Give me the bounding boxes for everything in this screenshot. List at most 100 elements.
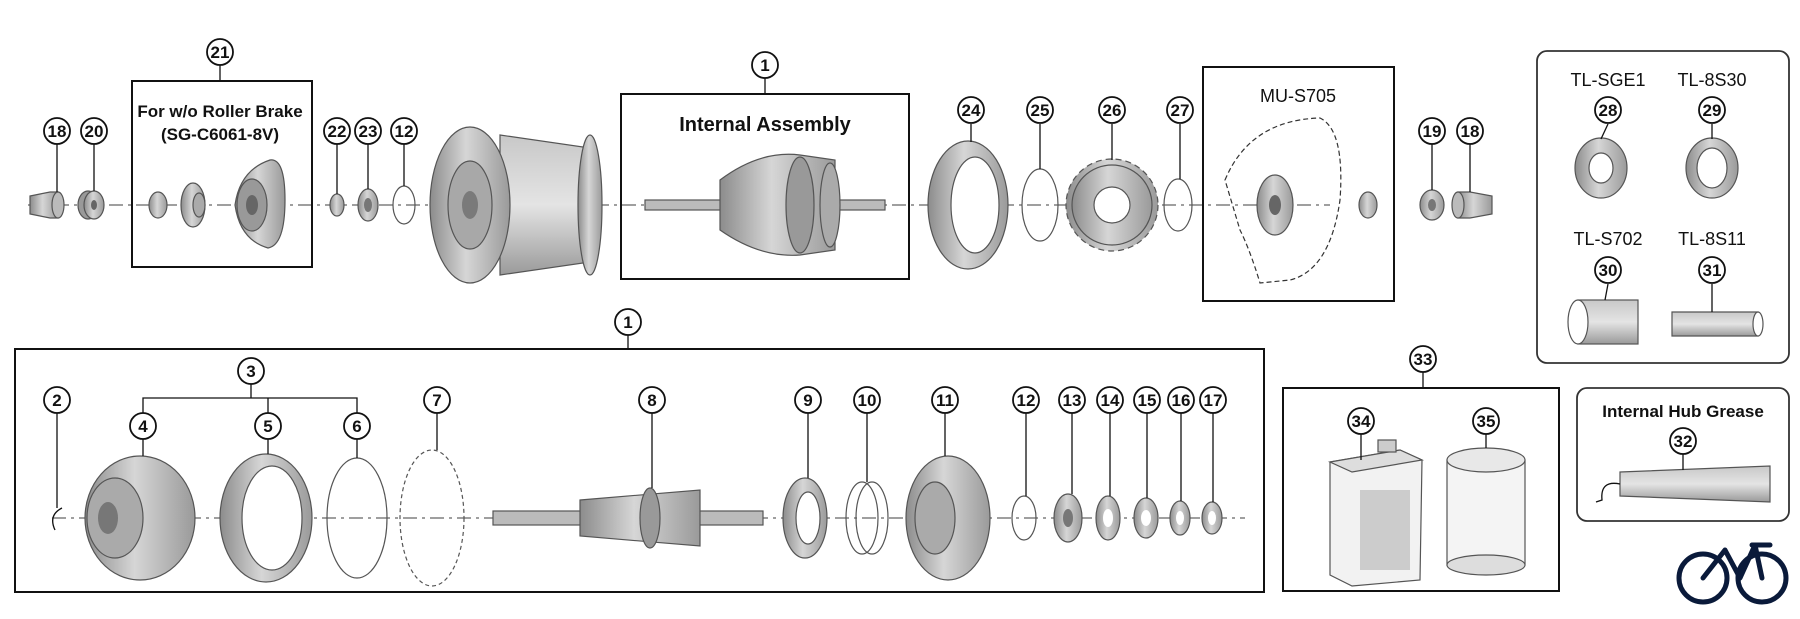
callout-15: 15	[1133, 386, 1161, 414]
part-11	[905, 455, 991, 581]
svg-text:8: 8	[647, 391, 656, 410]
tool-tl-sge1	[1574, 137, 1628, 199]
roller-brake-label-line2: (SG-C6061-8V)	[161, 125, 279, 144]
svg-text:15: 15	[1138, 391, 1157, 410]
svg-text:22: 22	[328, 122, 347, 141]
callout-13: 13	[1058, 386, 1086, 414]
callout-17: 17	[1199, 386, 1227, 414]
callout-25: 25	[1026, 96, 1054, 124]
svg-text:12: 12	[1017, 391, 1036, 410]
svg-text:4: 4	[138, 417, 148, 436]
svg-text:2: 2	[52, 391, 61, 410]
callout-27: 27	[1166, 96, 1194, 124]
svg-text:1: 1	[760, 56, 769, 75]
part-23	[357, 188, 379, 222]
svg-text:34: 34	[1352, 412, 1371, 431]
callout-24: 24	[957, 96, 985, 124]
callout-12-bottom: 12	[1012, 386, 1040, 414]
part-5	[219, 453, 313, 583]
callout-4: 4	[129, 412, 157, 440]
internal-assembly-detail-box	[14, 348, 1265, 593]
callout-6: 6	[343, 412, 371, 440]
roller-brake-parts	[148, 159, 286, 249]
internal-assembly-label: Internal Assembly	[679, 114, 851, 136]
svg-text:10: 10	[858, 391, 877, 410]
roller-brake-box	[131, 80, 313, 268]
callout-8: 8	[638, 386, 666, 414]
callout-31: 31	[1698, 256, 1726, 284]
svg-text:26: 26	[1103, 101, 1122, 120]
callout-35: 35	[1472, 407, 1500, 435]
part-20	[77, 190, 105, 220]
part-22	[329, 193, 345, 217]
grease-box	[1576, 387, 1790, 522]
svg-text:14: 14	[1101, 391, 1120, 410]
svg-text:30: 30	[1599, 261, 1618, 280]
callout-33: 33	[1409, 345, 1437, 373]
svg-text:1: 1	[623, 313, 632, 332]
callout-5: 5	[254, 412, 282, 440]
callout-16: 16	[1167, 386, 1195, 414]
leader-lines	[56, 65, 1713, 508]
svg-text:17: 17	[1204, 391, 1223, 410]
callout-1-bottom: 1	[614, 308, 642, 336]
callout-26: 26	[1098, 96, 1126, 124]
tool-tl-s702	[1567, 299, 1639, 345]
internal-hub-grease-label: Internal Hub Grease	[1602, 402, 1764, 421]
part-14	[1095, 495, 1121, 541]
svg-text:27: 27	[1171, 101, 1190, 120]
callout-19: 19	[1418, 117, 1446, 145]
tool-tl-8s11	[1671, 311, 1764, 337]
svg-text:11: 11	[936, 391, 954, 410]
part-16	[1169, 500, 1191, 536]
svg-text:12: 12	[395, 122, 414, 141]
svg-text:21: 21	[211, 43, 230, 62]
callout-11: 11	[931, 386, 959, 414]
callout-28: 28	[1594, 96, 1622, 124]
callout-20: 20	[80, 117, 108, 145]
svg-text:32: 32	[1674, 432, 1693, 451]
callout-23: 23	[354, 117, 382, 145]
callout-30: 30	[1594, 256, 1622, 284]
svg-text:3: 3	[246, 362, 255, 381]
part-15	[1133, 497, 1159, 539]
tl-s702-label: TL-S702	[1573, 229, 1642, 249]
svg-text:31: 31	[1703, 261, 1722, 280]
svg-text:18: 18	[48, 122, 67, 141]
part-18-left	[29, 191, 65, 219]
callout-22: 22	[323, 117, 351, 145]
tl-8s11-label: TL-8S11	[1678, 229, 1746, 249]
svg-text:33: 33	[1414, 350, 1433, 369]
callout-2: 2	[43, 386, 71, 414]
mu-s705-label: MU-S705	[1260, 86, 1336, 106]
part-12-bottom	[1011, 495, 1037, 541]
callout-32: 32	[1669, 427, 1697, 455]
mu-s705-drawing	[1224, 117, 1378, 284]
callout-9: 9	[794, 386, 822, 414]
callout-18-left: 18	[43, 117, 71, 145]
callout-3: 3	[237, 357, 265, 385]
callout-10: 10	[853, 386, 881, 414]
callout-34: 34	[1347, 407, 1375, 435]
part-17	[1201, 501, 1223, 535]
tl-8s30-label: TL-8S30	[1677, 70, 1746, 90]
callout-18-right: 18	[1456, 117, 1484, 145]
tool-tl-8s30	[1685, 137, 1739, 199]
part-10-spring	[845, 481, 889, 555]
svg-text:20: 20	[85, 122, 104, 141]
part-9	[782, 477, 828, 559]
part-8-axle	[492, 487, 764, 549]
svg-text:25: 25	[1031, 101, 1050, 120]
bicycle-logo-icon	[1676, 542, 1789, 605]
tools-box	[1536, 50, 1790, 364]
maintenance-kit-box	[1282, 387, 1560, 592]
part-2	[52, 507, 63, 531]
part-13	[1053, 493, 1083, 543]
callout-29: 29	[1698, 96, 1726, 124]
callout-1-top: 1	[751, 51, 779, 79]
part-19	[1419, 189, 1445, 221]
svg-text:18: 18	[1461, 122, 1480, 141]
maintenance-oil-can	[1327, 439, 1425, 587]
callout-21: 21	[206, 38, 234, 66]
